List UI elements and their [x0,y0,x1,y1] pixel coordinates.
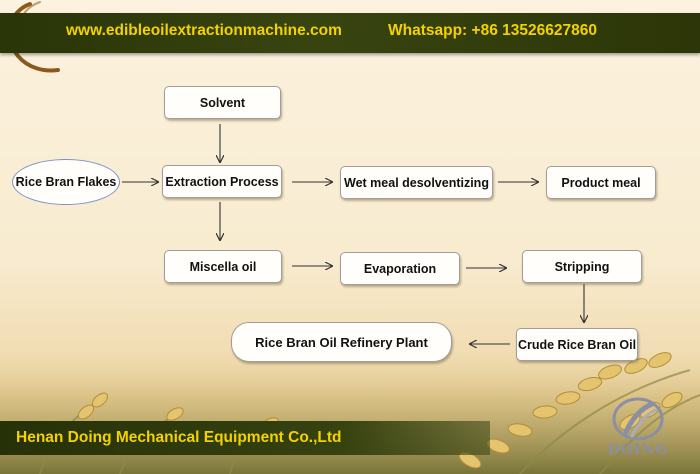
node-refinery-label: Rice Bran Oil Refinery Plant [255,334,428,350]
company-name: Henan Doing Mechanical Equipment Co.,Ltd [16,429,342,446]
footer-bar: Henan Doing Mechanical Equipment Co.,Ltd [0,421,490,455]
logo-icon [612,397,664,441]
node-solvent: Solvent [164,86,281,119]
node-crude-oil-label: Crude Rice Bran Oil [517,337,637,352]
node-refinery-plant: Rice Bran Oil Refinery Plant [231,322,452,362]
node-product-meal-label: Product meal [561,175,641,190]
node-solvent-label: Solvent [199,95,246,110]
node-wet-meal-label: Wet meal desolventizing [344,175,489,190]
node-extraction-process-label: Extraction Process [165,174,279,189]
node-stripping-label: Stripping [554,259,610,274]
doing-logo: DOING [598,396,678,468]
website-link[interactable]: www.edibleoilextractionmachine.com [66,22,342,39]
node-evaporation: Evaporation [340,252,460,285]
node-product-meal: Product meal [546,166,656,199]
node-miscella-oil-label: Miscella oil [189,259,257,274]
node-miscella-oil: Miscella oil [164,250,282,283]
whatsapp-contact: Whatsapp: +86 13526627860 [388,22,597,39]
node-evaporation-label: Evaporation [363,261,437,276]
node-crude-rice-bran-oil: Crude Rice Bran Oil [516,328,638,361]
header-bar: www.edibleoilextractionmachine.com Whats… [0,13,700,53]
node-rice-bran-flakes: Rice Bran Flakes [12,159,120,205]
node-rice-bran-flakes-label: Rice Bran Flakes [15,175,117,189]
logo-text: DOING [607,442,669,458]
node-extraction-process: Extraction Process [162,165,282,198]
node-wet-meal-desolventizing: Wet meal desolventizing [340,166,493,199]
rice-field-background [0,350,700,474]
node-stripping: Stripping [522,250,642,283]
